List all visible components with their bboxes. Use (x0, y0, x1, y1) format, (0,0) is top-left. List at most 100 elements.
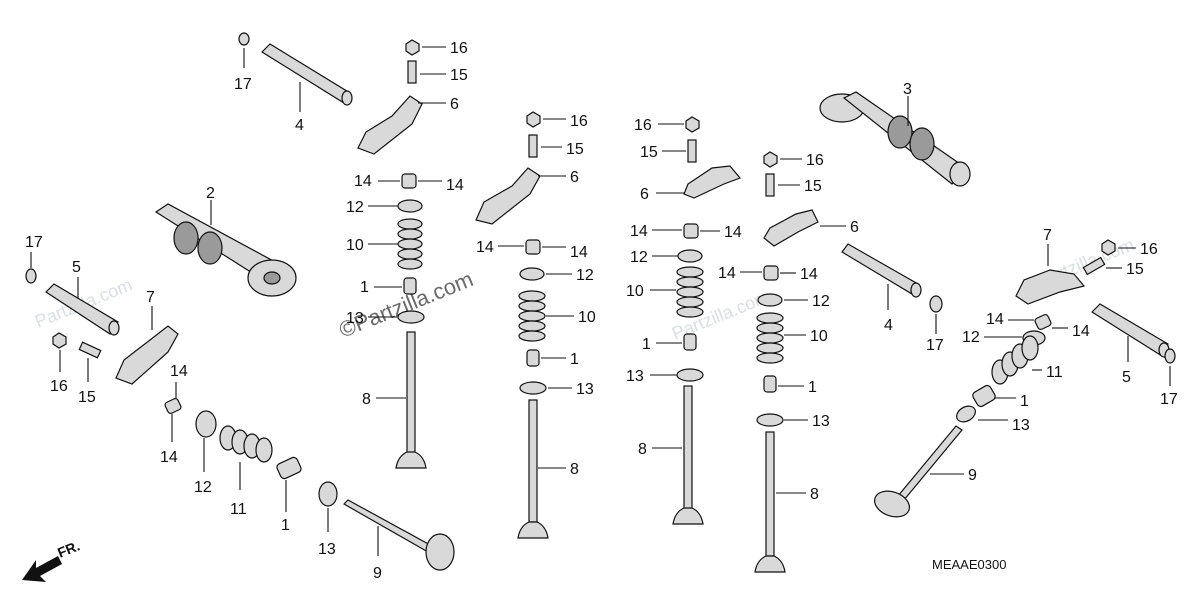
valve-spring-11-far-right (991, 335, 1039, 385)
nut-16-center-right (685, 116, 700, 133)
callout-8: 8 (638, 441, 647, 458)
callout-3: 3 (903, 81, 912, 98)
callout-6: 6 (570, 169, 579, 186)
camshaft-3 (819, 91, 971, 187)
washer-17-right-center (929, 295, 943, 313)
callout-15: 15 (640, 144, 658, 161)
retainer-12-lower-left (195, 410, 217, 438)
valve-stem-seal-1-center (526, 349, 540, 367)
rocker-arm-6-center-right (683, 165, 742, 199)
intake-valve-8-center (517, 399, 549, 539)
callout-15: 15 (1126, 261, 1144, 278)
callout-15: 15 (450, 67, 468, 84)
rocker-shaft-4-top (261, 43, 353, 106)
adjust-screw-15-far-right (1082, 256, 1106, 276)
callout-6: 6 (450, 96, 459, 113)
exhaust-valve-9-lower-left (343, 499, 455, 571)
callout-17: 17 (926, 337, 944, 354)
callout-1: 1 (808, 379, 817, 396)
cotter-14-center-right (683, 223, 699, 239)
callout-13: 13 (1012, 417, 1030, 434)
nut-16-right-center (763, 151, 778, 168)
intake-valve-8 (395, 331, 427, 469)
callout-13: 13 (346, 310, 364, 327)
retainer-12-center-right (677, 249, 703, 263)
callout-16: 16 (570, 113, 588, 130)
callout-13: 13 (626, 368, 644, 385)
valve-stem-seal-1-right-center (763, 375, 777, 393)
callout-14: 14 (160, 449, 178, 466)
callout-16: 16 (634, 117, 652, 134)
rocker-arm-6-center (475, 167, 541, 225)
callout-17: 17 (1160, 391, 1178, 408)
rocker-shaft-4-right (841, 243, 922, 298)
callout-4: 4 (295, 117, 304, 134)
spring-seat-13-center-right (676, 368, 704, 382)
washer-17-top-left (238, 32, 250, 46)
callout-8: 8 (362, 391, 371, 408)
callout-14: 14 (724, 224, 742, 241)
callout-16: 16 (1140, 241, 1158, 258)
nut-16 (405, 39, 420, 56)
callout-12: 12 (812, 293, 830, 310)
callout-1: 1 (570, 351, 579, 368)
nut-16-far-right (1101, 239, 1116, 256)
callout-1: 1 (642, 336, 651, 353)
callout-16: 16 (450, 40, 468, 57)
adjust-screw-15-right-center (765, 173, 775, 197)
callout-5: 5 (1122, 369, 1131, 386)
callout-7: 7 (146, 289, 155, 306)
intake-valve-8-right-center (754, 431, 786, 573)
callout-9: 9 (968, 467, 977, 484)
valve-spring-10 (397, 218, 423, 270)
valve-spring-10-center-right (676, 266, 704, 318)
callout-4: 4 (884, 317, 893, 334)
callout-16: 16 (50, 378, 68, 395)
callout-1: 1 (281, 517, 290, 534)
rocker-arm-7-right (1015, 269, 1086, 305)
callout-11: 11 (1046, 364, 1063, 381)
valve-spring-10-center (518, 290, 546, 342)
callout-14: 14 (170, 363, 188, 380)
callout-17: 17 (25, 234, 43, 251)
rocker-shaft-5-left (45, 283, 120, 336)
callout-14: 14 (446, 177, 464, 194)
callout-7: 7 (1043, 227, 1052, 244)
cotter-14-right-center (763, 265, 779, 281)
exhaust-valve-9-far-right (873, 425, 963, 518)
callout-14: 14 (1072, 323, 1090, 340)
valve-stem-seal-1-lower-left (276, 456, 302, 480)
intake-valve-8-center-right (672, 385, 704, 525)
adjust-screw-15-center (528, 134, 538, 158)
callout-6: 6 (850, 219, 859, 236)
callout-17: 17 (234, 76, 252, 93)
callout-12: 12 (194, 479, 212, 496)
callout-1: 1 (1020, 393, 1029, 410)
nut-16-center (526, 111, 541, 128)
callout-10: 10 (578, 309, 596, 326)
callout-14: 14 (354, 173, 372, 190)
callout-9: 9 (373, 565, 382, 582)
callout-15: 15 (78, 389, 96, 406)
spring-seat-13-lower-left (318, 481, 338, 507)
callout-16: 16 (806, 152, 824, 169)
callout-13: 13 (576, 381, 594, 398)
cotter-14-far-right (1034, 313, 1052, 331)
adjust-screw-15-center-right (687, 139, 697, 163)
nut-16-left (52, 332, 67, 349)
callout-12: 12 (630, 249, 648, 266)
callout-10: 10 (346, 237, 364, 254)
callout-14: 14 (986, 311, 1004, 328)
callout-10: 10 (626, 283, 644, 300)
valve-spring-10-right-center (756, 312, 784, 364)
callout-11: 11 (230, 501, 247, 518)
callout-6: 6 (640, 186, 649, 203)
callout-8: 8 (570, 461, 579, 478)
cotter-14-lower-left (164, 397, 182, 415)
callout-12: 12 (962, 329, 980, 346)
callout-12: 12 (576, 267, 594, 284)
rocker-shaft-5-right (1091, 303, 1170, 358)
arrow-down-left-icon (22, 556, 62, 582)
callout-10: 10 (810, 328, 828, 345)
